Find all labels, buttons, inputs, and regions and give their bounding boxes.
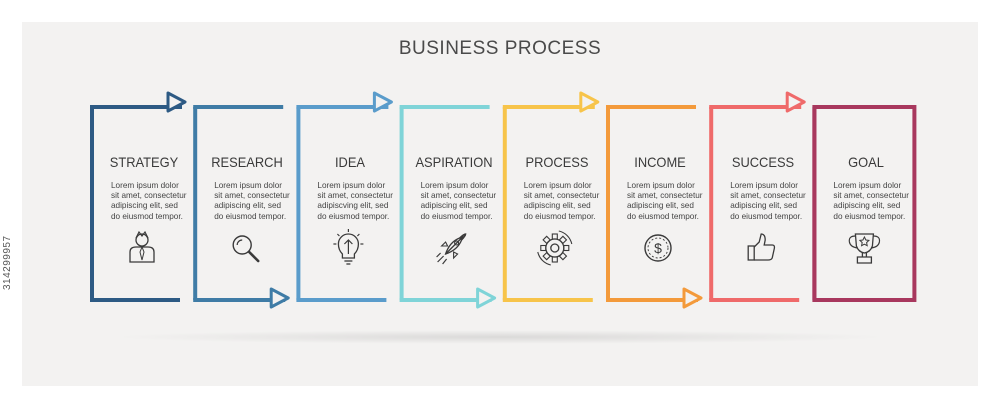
step-description-line: Lorem ipsum dolor [523, 181, 592, 190]
step-description-line: adipiscing elit, sed [111, 201, 178, 211]
step-description-line: sit amet, consectetur [111, 191, 187, 201]
svg-text:$: $ [654, 240, 662, 256]
step-description-line: sit amet, consectetur [214, 191, 290, 201]
step-title: IDEA [335, 154, 366, 170]
step-description-line: do eiusmod tempor. [214, 211, 287, 221]
step-description-line: do eiusmod tempor. [523, 211, 596, 221]
step-description-line: do eiusmod tempor. [833, 211, 906, 221]
thumbs-up-icon [747, 233, 776, 261]
step-description-line: sit amet, consectetur [833, 191, 909, 201]
step-description-line: Lorem ipsum dolor [111, 181, 179, 190]
step-description-line: do eiusmod tempor. [111, 211, 183, 221]
arrow-head-top-icon [579, 91, 600, 113]
step-description-line: do eiusmod tempor. [730, 211, 803, 221]
step-description-line: Lorem ipsum dolor [420, 181, 489, 190]
step-description-line: adipiscving elit, sed [317, 201, 389, 211]
step-description-line: do eiusmod tempor. [317, 211, 390, 221]
step-description-line: Lorem ipsum dolor [730, 181, 798, 190]
lightbulb-icon [333, 229, 364, 265]
step-description-line: Lorem ipsum dolor [317, 181, 386, 190]
arrow-head-bottom-icon [269, 287, 290, 309]
step-description-line: Lorem ipsum dolor [214, 181, 282, 190]
arrow-head-bottom-icon [476, 287, 497, 309]
step-description-line: adipiscing elit, sed [730, 201, 798, 211]
dollar-coin-icon: $ [644, 234, 672, 262]
rocket-icon [436, 233, 467, 265]
arrow-head-top-icon [785, 91, 806, 113]
step-description-line: Lorem ipsum dolor [627, 181, 695, 190]
step-description-line: sit amet, consectetur [627, 191, 703, 201]
step-frame-closed [812, 105, 917, 302]
step-description-line: sit amet, consectetur [523, 191, 600, 201]
person-icon [129, 230, 155, 263]
step-description-line: adipiscing elit, sed [214, 201, 282, 211]
step-title: GOAL [848, 154, 885, 170]
step-description-line: sit amet, consectetur [317, 191, 393, 201]
step-description-line: Lorem ipsum dolor [833, 181, 902, 190]
background-panel [22, 22, 978, 386]
floor-shadow [110, 330, 890, 344]
gear-icon [537, 230, 573, 266]
step-description-line: adipiscing elit, sed [420, 201, 488, 211]
arrow-head-bottom-icon [682, 287, 703, 309]
step-description-line: sit amet, consectetur [420, 191, 497, 201]
trophy-icon [848, 233, 881, 264]
side-identifier: 314299957 [2, 235, 13, 290]
diagram-title: BUSINESS PROCESS [398, 38, 602, 59]
step-description-line: adipiscing elit, sed [627, 201, 694, 211]
arrow-head-top-icon [372, 91, 393, 113]
step-description-line: do eiusmod tempor. [420, 211, 493, 221]
step-title: ASPIRATION [415, 154, 493, 170]
step-title: SUCCESS [732, 154, 795, 170]
step-title: STRATEGY [109, 154, 179, 170]
step-description-line: sit amet, consectetur [730, 191, 806, 201]
step-description-line: do eiusmod tempor. [627, 211, 699, 221]
step-description-line: adipiscing elit, sed [523, 201, 591, 211]
arrow-head-top-icon [166, 91, 187, 113]
step-title: RESEARCH [211, 154, 283, 170]
step-title: INCOME [634, 154, 686, 170]
magnifier-icon [232, 235, 260, 263]
step-title: PROCESS [525, 154, 589, 170]
step-description-line: adipiscing elit, sed [833, 201, 901, 211]
